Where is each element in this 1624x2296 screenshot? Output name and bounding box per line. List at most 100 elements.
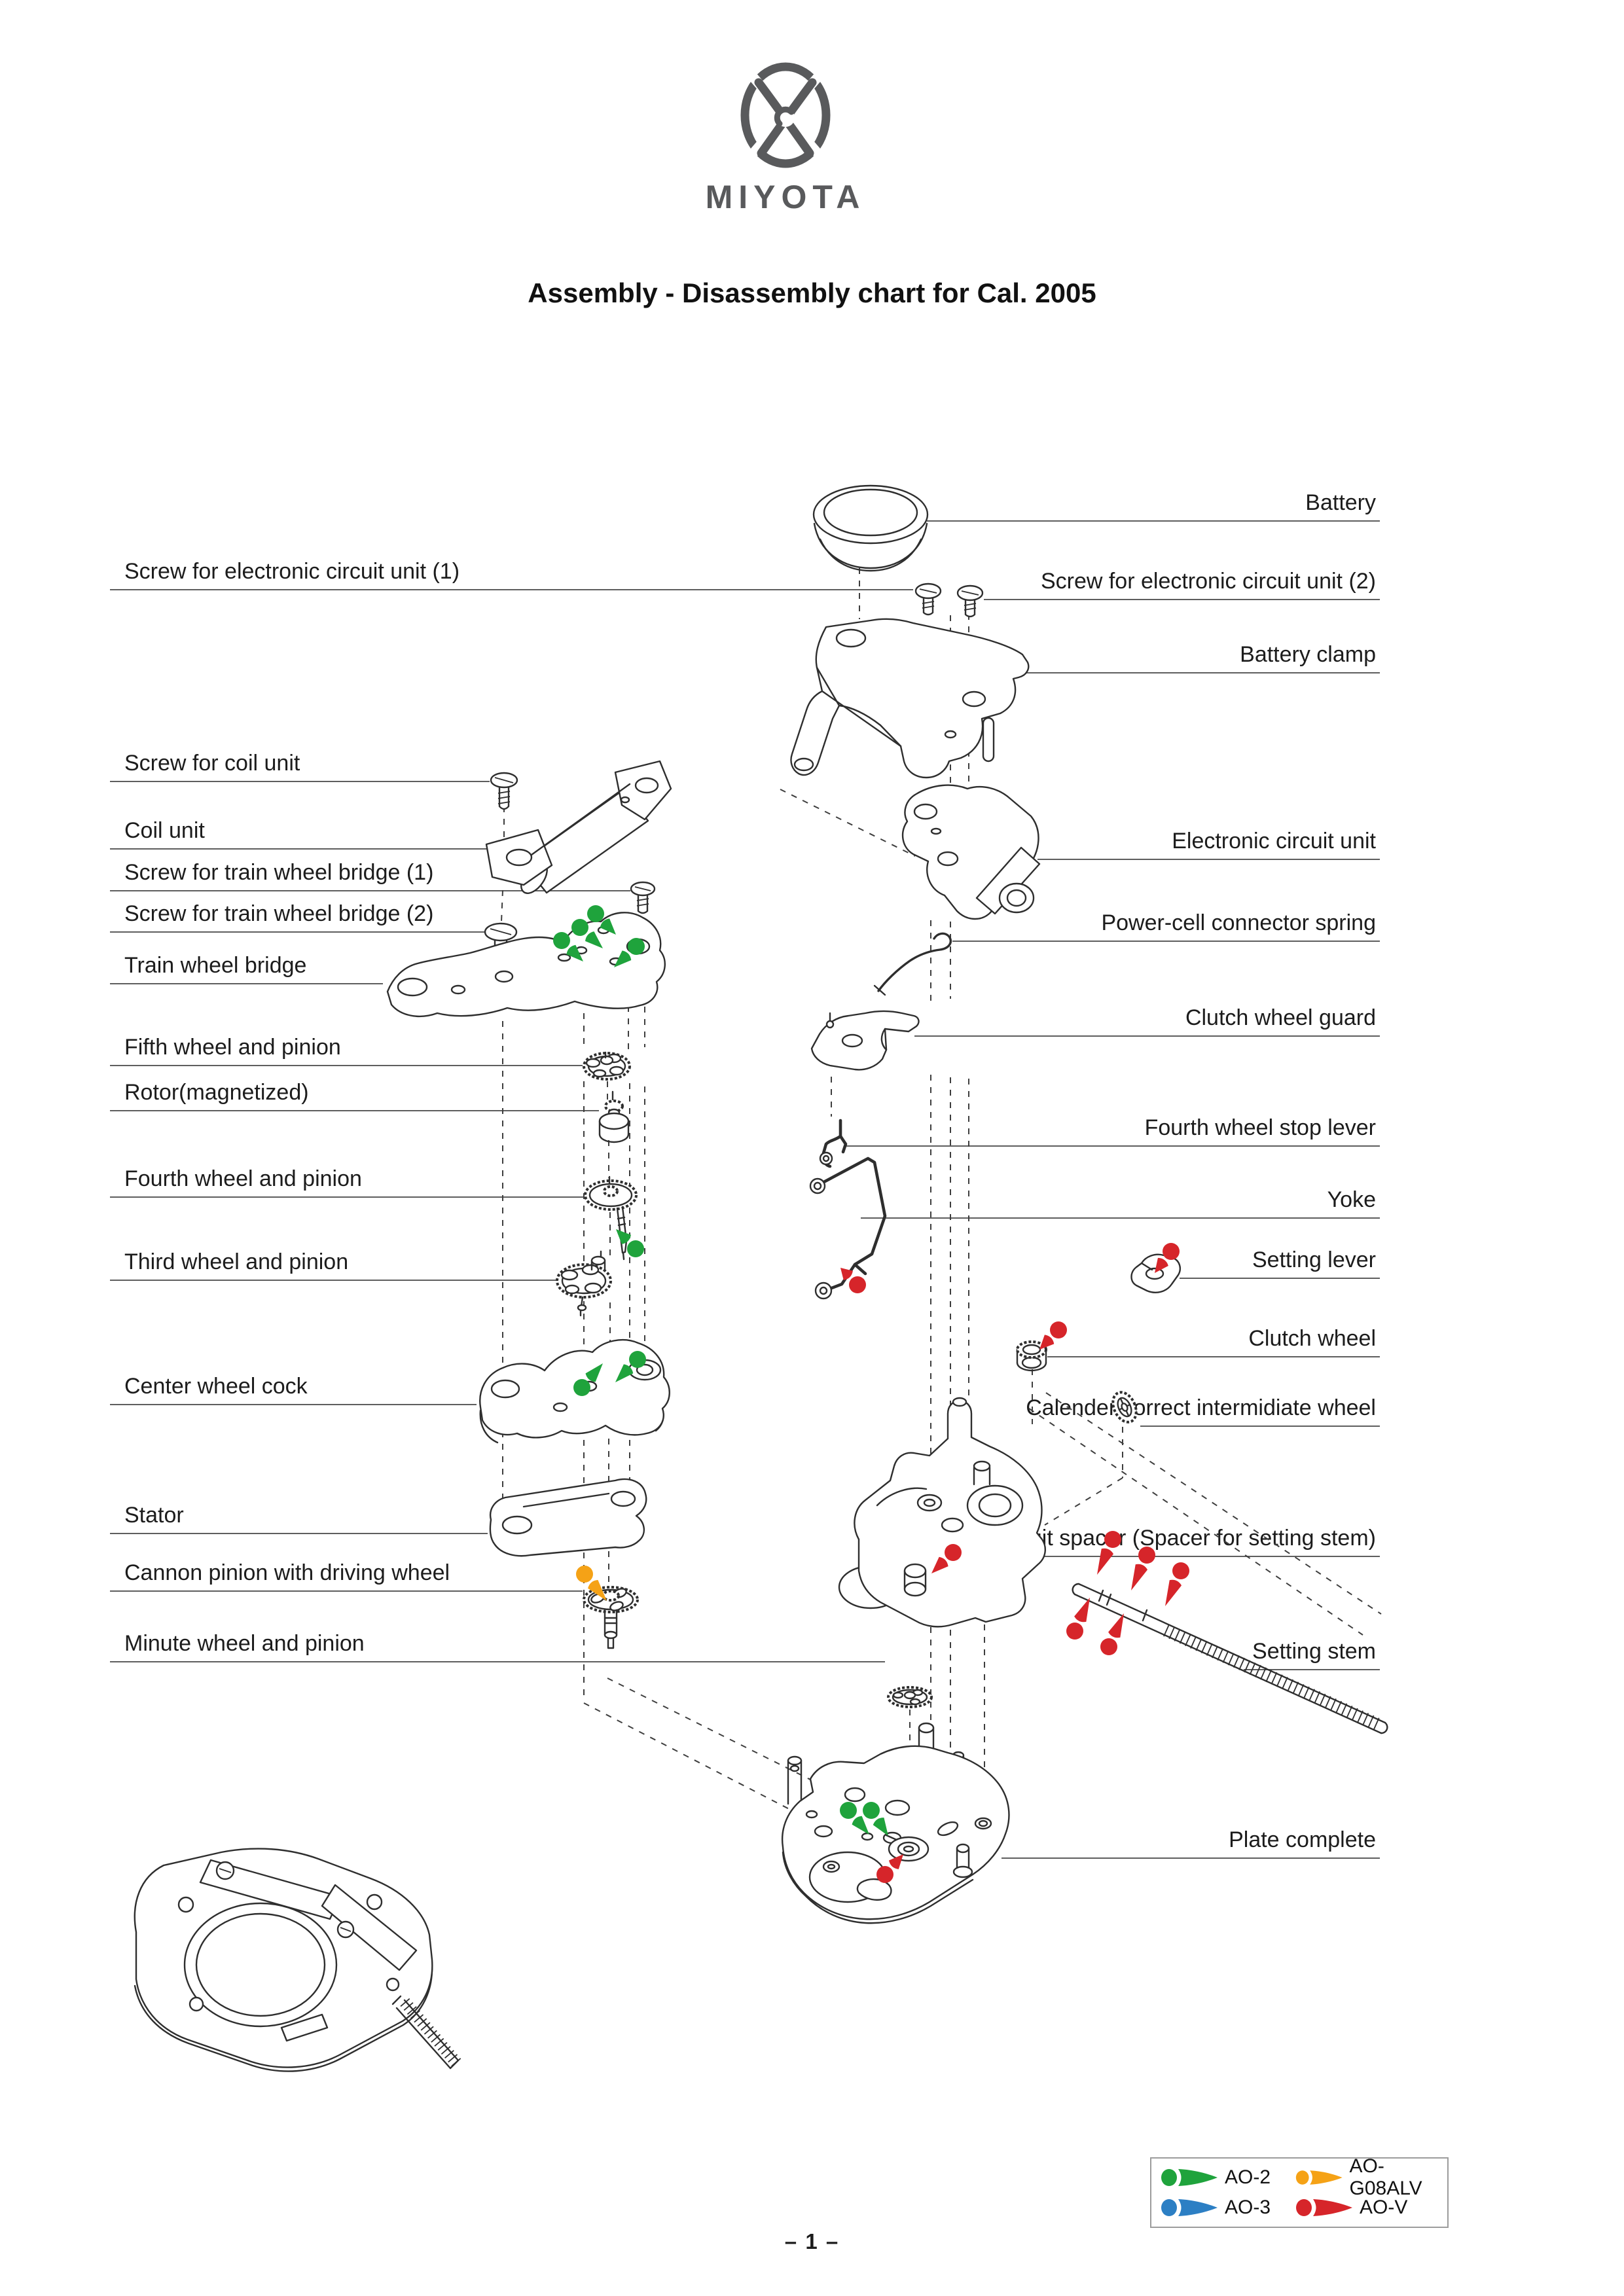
part-plate-complete (782, 1722, 1010, 1924)
label-leader-line (110, 1661, 885, 1662)
part-power-cell-connector-spring (873, 932, 952, 996)
part-train-wheel-bridge (386, 912, 666, 1018)
label-leader-line (1047, 1356, 1380, 1357)
oil-arrow (840, 1268, 866, 1293)
legend-code: AO-3 (1225, 2197, 1271, 2218)
oil-arrow (553, 932, 583, 961)
label-leader-line (952, 941, 1380, 942)
part-label: Screw for coil unit (124, 751, 300, 776)
legend-item: AO-3 (1161, 2194, 1295, 2221)
label-leader-line (1001, 1857, 1380, 1859)
part-label: Fourth wheel and pinion (124, 1166, 362, 1191)
part-battery-clamp (790, 618, 1030, 779)
label-leader-line (110, 890, 630, 891)
part-rotor (598, 1090, 630, 1143)
label-leader-line (861, 1217, 1380, 1219)
part-label: Circuit spacer (Spacer for setting stem) (990, 1526, 1376, 1551)
part-label: Plate complete (1229, 1827, 1376, 1852)
part-label: Clutch wheel (1248, 1326, 1376, 1351)
part-label: Center wheel cock (124, 1374, 308, 1399)
legend-code: AO-G08ALV (1349, 2155, 1422, 2199)
part-circuit-spacer (838, 1397, 1046, 1628)
oil-drop-icon (1296, 2199, 1352, 2216)
label-leader-line (110, 983, 383, 984)
part-label: Screw for train wheel bridge (2) (124, 901, 434, 926)
label-leader-line (1038, 859, 1380, 860)
oil-arrow (1100, 1613, 1124, 1655)
oil-arrow (615, 1351, 646, 1382)
part-label: Yoke (1327, 1187, 1376, 1212)
part-label: Cannon pinion with driving wheel (124, 1560, 450, 1585)
oil-arrow (863, 1802, 888, 1836)
part-label: Clutch wheel guard (1185, 1005, 1376, 1030)
label-leader-line (846, 1145, 1380, 1147)
part-label: Rotor(magnetized) (124, 1080, 309, 1105)
oil-arrow (876, 1854, 903, 1883)
oil-drop-icon (1161, 2169, 1218, 2186)
label-leader-line (110, 1110, 599, 1111)
part-label: Battery (1305, 490, 1376, 515)
part-label: Third wheel and pinion (124, 1249, 349, 1274)
label-leader-line (110, 781, 490, 782)
label-leader-line (1000, 672, 1380, 673)
oil-arrow (1039, 1321, 1067, 1350)
part-label: Screw for electronic circuit unit (1) (124, 559, 460, 584)
part-fifth-wheel (583, 1051, 631, 1081)
oil-arrow (614, 938, 645, 967)
part-cannon-pinion (583, 1586, 639, 1649)
part-label: Fifth wheel and pinion (124, 1035, 341, 1060)
label-leader-line (110, 1590, 583, 1592)
part-assembled-movement (134, 1848, 461, 2072)
part-battery (812, 484, 929, 572)
label-leader-line (110, 1065, 583, 1066)
part-clutch-wheel-guard (810, 1010, 920, 1071)
part-minute-wheel (887, 1686, 933, 1708)
part-label: Setting stem (1252, 1639, 1376, 1664)
oil-arrows (553, 905, 1189, 1883)
legend-item: AO-G08ALV (1295, 2155, 1438, 2199)
part-calendar-correct-intermediate-wheel (1111, 1391, 1138, 1424)
oil-arrow (576, 1566, 607, 1601)
label-leader-line (110, 848, 489, 850)
oil-arrow (573, 1363, 603, 1396)
label-leader-line (110, 1196, 585, 1198)
oil-drop-icon (1295, 2170, 1343, 2185)
part-label: Setting lever (1252, 1247, 1376, 1272)
oil-arrow (931, 1544, 962, 1573)
label-leader-line (984, 599, 1380, 600)
part-stator (489, 1478, 647, 1557)
label-leader-line (927, 520, 1380, 522)
label-leader-line (110, 589, 913, 590)
oil-arrow (1165, 1562, 1189, 1606)
part-label: Minute wheel and pinion (124, 1631, 365, 1656)
part-electronic-circuit-unit (901, 784, 1041, 920)
brand-wordmark: MIYOTA (705, 179, 866, 215)
part-fourth-wheel-stop-lever (819, 1119, 848, 1168)
oil-arrow (840, 1802, 869, 1835)
part-clutch-wheel (1016, 1340, 1047, 1372)
oil-arrow (616, 1229, 644, 1257)
part-setting-stem (1072, 1583, 1388, 1734)
oil-drop-icon (1161, 2199, 1218, 2216)
label-leader-line (110, 1533, 488, 1534)
part-label: Screw for train wheel bridge (1) (124, 860, 434, 885)
label-leader-line (1244, 1669, 1380, 1670)
oil-arrow (571, 919, 603, 948)
part-label: Electronic circuit unit (1172, 829, 1376, 853)
part-label: Fourth wheel stop lever (1144, 1115, 1376, 1140)
legend-code: AO-V (1360, 2197, 1408, 2218)
page-number: – 1 – (784, 2229, 840, 2253)
part-label: Stator (124, 1503, 184, 1528)
part-label: Train wheel bridge (124, 953, 307, 978)
oil-arrow (1155, 1243, 1180, 1273)
miyota-logo-icon (740, 62, 831, 168)
oil-arrow (1097, 1531, 1121, 1575)
part-label: Calender correct intermidiate wheel (1026, 1395, 1376, 1420)
label-leader-line (110, 1280, 556, 1281)
part-coil-unit (485, 760, 672, 894)
page-title: Assembly - Disassembly chart for Cal. 20… (528, 278, 1096, 308)
label-leader-line (1180, 1278, 1380, 1279)
